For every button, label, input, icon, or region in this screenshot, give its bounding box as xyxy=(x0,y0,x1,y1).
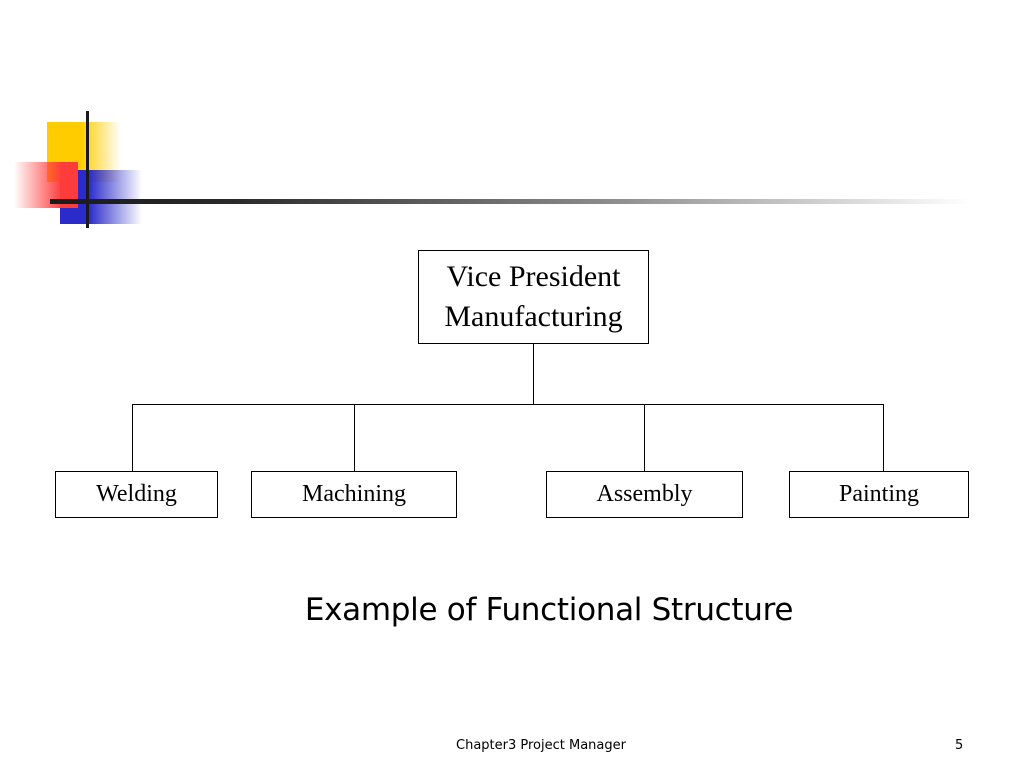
org-node-label: Welding xyxy=(96,481,177,507)
page-number: 5 xyxy=(955,738,964,753)
org-node-root-line2: Manufacturing xyxy=(444,300,623,333)
org-node-vice-president: Vice President Manufacturing xyxy=(418,250,649,344)
vertical-rule-ornament xyxy=(86,111,89,228)
org-node-root-line1: Vice President xyxy=(446,260,621,293)
org-node-label: Assembly xyxy=(596,481,693,507)
horizontal-rule-ornament xyxy=(50,199,970,204)
org-node-welding: Welding xyxy=(55,471,218,518)
org-node-label: Machining xyxy=(302,481,406,507)
footer-text: Chapter3 Project Manager xyxy=(456,738,626,753)
org-node-painting: Painting xyxy=(789,471,969,518)
org-node-label: Painting xyxy=(838,481,919,507)
diagram-caption: Example of Functional Structure xyxy=(304,592,794,628)
org-node-assembly: Assembly xyxy=(546,471,743,518)
org-node-machining: Machining xyxy=(251,471,457,518)
